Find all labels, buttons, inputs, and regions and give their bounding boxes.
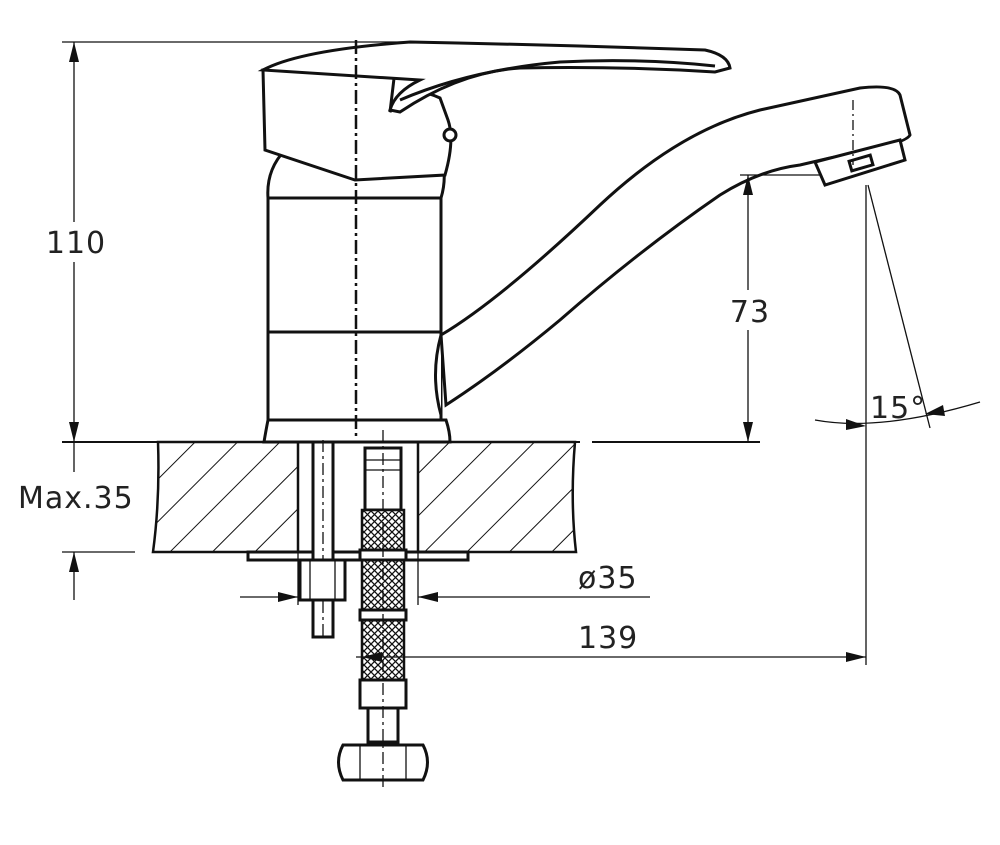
spout (439, 85, 912, 408)
handle-lever-inner (399, 59, 716, 102)
label-hole-diameter: ø35 (578, 561, 638, 596)
base-skirt (262, 418, 452, 444)
dimension-max-thickness: Max.35 (18, 442, 135, 600)
label-max-thickness: Max.35 (18, 481, 134, 516)
mounting-plate (246, 550, 470, 562)
dimension-hole-diameter: ø35 (240, 552, 650, 605)
aerator-tip (847, 153, 875, 173)
main-cylinder (266, 196, 443, 334)
mounting-stud (298, 440, 347, 640)
dimension-spout-reach: 139 (356, 185, 867, 665)
dimension-total-height: 110 (44, 41, 410, 442)
countertop-left-block (151, 440, 300, 554)
handle-screw (442, 127, 458, 143)
label-spout-height: 73 (730, 295, 770, 330)
spout-collar (434, 334, 443, 416)
dimension-spout-height: 73 (722, 174, 820, 442)
countertop-right-block (416, 440, 578, 554)
label-spout-angle: 15° (870, 391, 926, 426)
stud-nut (298, 558, 347, 602)
spout-tube (439, 85, 912, 408)
label-spout-reach: 139 (578, 621, 638, 656)
water-hose (337, 430, 429, 790)
dimension-spout-angle: 15° (814, 184, 981, 430)
countertop-section (62, 440, 760, 562)
lower-ring (266, 330, 443, 422)
label-total-height: 110 (46, 226, 106, 261)
